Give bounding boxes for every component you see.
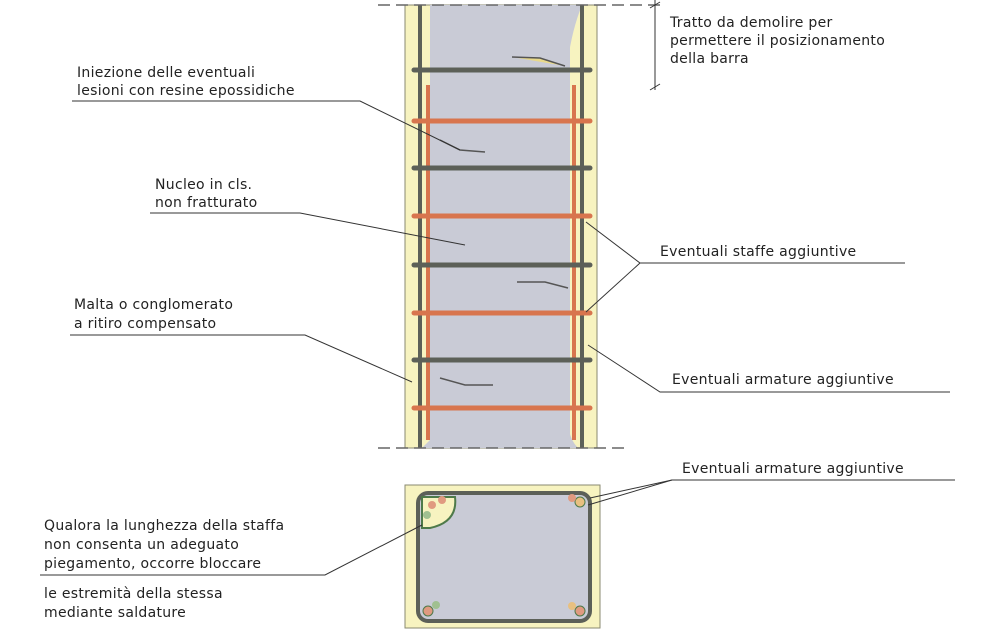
label-weld-2: non consenta un adeguato	[44, 537, 239, 553]
rebar-dot	[574, 605, 586, 617]
rebar-dot	[438, 496, 446, 504]
label-core-2: non fratturato	[155, 195, 257, 211]
rebar-dot	[574, 496, 586, 508]
label-weld-3: piegamento, occorre bloccare	[44, 556, 261, 572]
leader-core	[150, 212, 466, 246]
rebar-dot	[432, 601, 440, 609]
label-weld-1: Qualora la lunghezza della staffa	[44, 518, 284, 534]
leader-rebars	[587, 344, 950, 393]
label-weld-4: le estremità della stessa	[44, 586, 223, 602]
label-mortar-1: Malta o conglomerato	[74, 297, 233, 313]
label-demolish-1: Tratto da demolire per	[669, 15, 833, 31]
leader-mortar	[70, 334, 413, 383]
label-mortar-2: a ritiro compensato	[74, 316, 216, 332]
label-core-1: Nucleo in cls.	[155, 177, 252, 193]
rebar-dot	[423, 511, 431, 519]
crack	[517, 281, 569, 289]
core-fill	[430, 5, 570, 448]
rebar-dot	[568, 602, 576, 610]
section-stirrup	[416, 491, 592, 623]
label-demolish-2: permettere il posizionamento	[670, 33, 885, 49]
label-injection-1: Iniezione delle eventuali	[77, 65, 255, 81]
leader-weld	[40, 524, 423, 576]
label-weld-5: mediante saldature	[44, 605, 186, 621]
stirrups	[411, 67, 593, 411]
leader-rebars-section	[587, 479, 673, 506]
label-rebars-section: Eventuali armature aggiuntive	[682, 461, 904, 477]
leader-injection	[72, 100, 461, 151]
leader-stirrups	[585, 262, 641, 313]
crack	[511, 56, 566, 67]
rebar-dot	[428, 501, 436, 509]
label-stirrups: Eventuali staffe aggiuntive	[660, 244, 856, 260]
dimension-tick	[649, 83, 661, 91]
label-demolish-3: della barra	[670, 51, 749, 67]
label-rebars: Eventuali armature aggiuntive	[672, 372, 894, 388]
rebar-dot	[568, 494, 576, 502]
column-elevation	[404, 4, 598, 449]
column-cross-section	[404, 484, 601, 629]
leader-rebars-section	[589, 479, 955, 499]
crack	[439, 377, 493, 386]
dimension-tick	[649, 1, 661, 9]
label-injection-2: lesioni con resine epossidiche	[77, 83, 295, 99]
rebar-dot	[422, 605, 434, 617]
